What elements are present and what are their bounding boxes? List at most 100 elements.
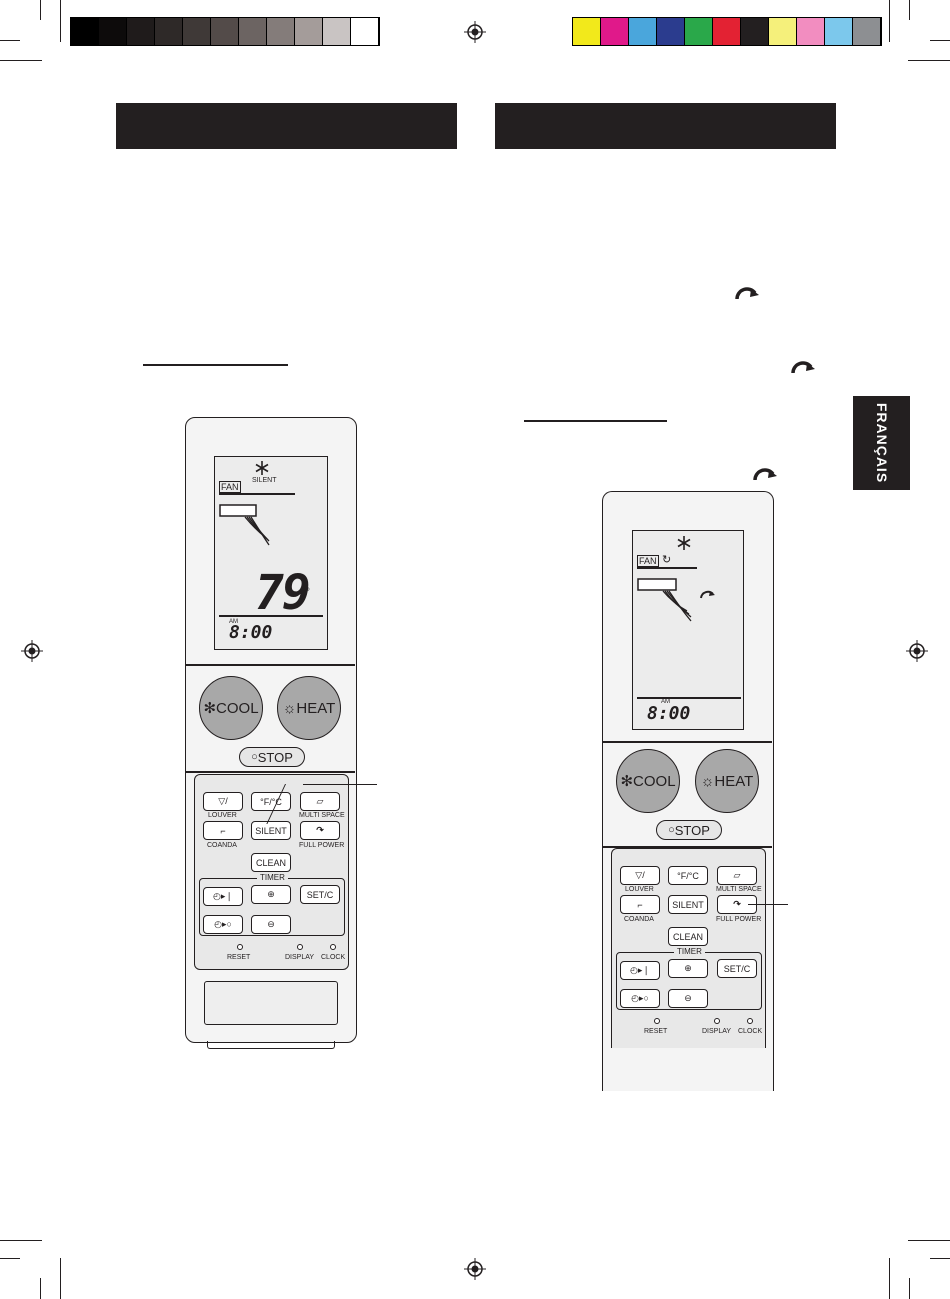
color-swatch bbox=[769, 18, 797, 45]
minus-icon: ⊖ bbox=[684, 993, 692, 1003]
lcd-degree: ° bbox=[306, 587, 310, 598]
coanda-icon: ⌐ bbox=[220, 825, 226, 836]
full-power-icon: ↷ bbox=[733, 899, 741, 909]
louver-airflow-icon bbox=[637, 578, 692, 622]
cool-button[interactable]: ✻COOL bbox=[616, 749, 680, 813]
clock-button[interactable] bbox=[330, 944, 336, 950]
timer-off-button[interactable]: ◴▸○ bbox=[620, 989, 660, 1008]
lcd-fan-indicator: FAN bbox=[637, 555, 659, 567]
heat-button[interactable]: ☼HEAT bbox=[277, 676, 341, 740]
lcd-divider bbox=[637, 567, 697, 569]
battery-cover-window bbox=[204, 981, 338, 1025]
reset-button[interactable] bbox=[237, 944, 243, 950]
timer-down-button[interactable]: ⊖ bbox=[668, 989, 708, 1008]
color-swatch bbox=[211, 18, 239, 45]
coanda-button[interactable]: ⌐ bbox=[203, 821, 243, 840]
color-swatch bbox=[323, 18, 351, 45]
color-swatch bbox=[99, 18, 127, 45]
set-clear-button[interactable]: SET/C bbox=[717, 959, 757, 978]
remote-divider bbox=[186, 664, 355, 666]
color-swatch bbox=[601, 18, 629, 45]
timer-up-button[interactable]: ⊕ bbox=[251, 885, 291, 904]
multi-space-button[interactable]: ▱ bbox=[717, 866, 757, 885]
crop-mark bbox=[40, 0, 41, 20]
louver-airflow-icon bbox=[219, 504, 270, 546]
cool-button-label: COOL bbox=[633, 772, 676, 790]
full-power-button[interactable]: ↷ bbox=[300, 821, 340, 840]
clean-button[interactable]: CLEAN bbox=[668, 927, 708, 946]
fahrenheit-celsius-button[interactable]: °F/°C bbox=[251, 792, 291, 811]
language-tab: FRANÇAIS bbox=[853, 396, 910, 490]
color-swatch bbox=[853, 18, 881, 45]
full-power-icon: ↷ bbox=[316, 825, 324, 835]
coanda-icon: ⌐ bbox=[637, 899, 643, 910]
multi-space-icon: ▱ bbox=[316, 796, 324, 806]
color-swatch bbox=[629, 18, 657, 45]
color-swatch bbox=[825, 18, 853, 45]
set-clear-button[interactable]: SET/C bbox=[300, 885, 340, 904]
crop-mark bbox=[0, 1240, 42, 1241]
clock-label: CLOCK bbox=[738, 1028, 763, 1035]
button-panel: ▽/ LOUVER °F/°C ▱ MULTI SPACE ⌐ COANDA S… bbox=[194, 774, 349, 970]
remote-divider bbox=[603, 741, 772, 743]
fahrenheit-celsius-button[interactable]: °F/°C bbox=[668, 866, 708, 885]
cool-button[interactable]: ✻COOL bbox=[199, 676, 263, 740]
stop-button[interactable]: ○STOP bbox=[656, 820, 722, 840]
coanda-label: COANDA bbox=[624, 916, 654, 923]
clock-label: CLOCK bbox=[321, 954, 346, 961]
multi-space-label: MULTI SPACE bbox=[299, 812, 345, 819]
lcd-divider bbox=[219, 615, 323, 617]
louver-button[interactable]: ▽/ bbox=[203, 792, 243, 811]
power-icon: ○ bbox=[251, 751, 258, 763]
full-power-label: FULL POWER bbox=[299, 842, 345, 849]
timer-on-button[interactable]: ◴▸❘ bbox=[620, 961, 660, 980]
clean-button[interactable]: CLEAN bbox=[251, 853, 291, 872]
color-swatch bbox=[239, 18, 267, 45]
color-swatch bbox=[797, 18, 825, 45]
plus-icon: ⊕ bbox=[267, 889, 275, 899]
full-power-icon bbox=[753, 468, 777, 481]
timer-group: TIMER bbox=[199, 873, 345, 936]
timer-label: TIMER bbox=[257, 873, 288, 882]
color-swatch bbox=[573, 18, 601, 45]
lcd-clock: 8:00 bbox=[647, 703, 691, 724]
clock-button[interactable] bbox=[747, 1018, 753, 1024]
minus-icon: ⊖ bbox=[267, 919, 275, 929]
color-swatch bbox=[155, 18, 183, 45]
color-swatch bbox=[685, 18, 713, 45]
timer-on-button[interactable]: ◴▸❘ bbox=[203, 887, 243, 906]
color-swatch bbox=[127, 18, 155, 45]
silent-button[interactable]: SILENT bbox=[251, 821, 291, 840]
multi-space-button[interactable]: ▱ bbox=[300, 792, 340, 811]
timer-off-icon: ◴▸○ bbox=[631, 993, 649, 1003]
lcd-divider bbox=[219, 493, 295, 495]
louver-button[interactable]: ▽/ bbox=[620, 866, 660, 885]
silent-button[interactable]: SILENT bbox=[668, 895, 708, 914]
display-button[interactable] bbox=[297, 944, 303, 950]
registration-mark-icon bbox=[21, 640, 43, 662]
full-power-icon bbox=[735, 287, 759, 300]
coanda-button[interactable]: ⌐ bbox=[620, 895, 660, 914]
callout-leader-line bbox=[303, 784, 377, 785]
reset-button[interactable] bbox=[654, 1018, 660, 1024]
crop-mark bbox=[0, 1258, 20, 1259]
louver-label: LOUVER bbox=[208, 812, 237, 819]
crop-mark bbox=[889, 0, 890, 42]
display-button[interactable] bbox=[714, 1018, 720, 1024]
section-header-bar-left bbox=[116, 103, 457, 149]
reset-label: RESET bbox=[644, 1028, 668, 1035]
color-swatch bbox=[267, 18, 295, 45]
timer-off-button[interactable]: ◴▸○ bbox=[203, 915, 243, 934]
stop-button-label: STOP bbox=[674, 822, 710, 838]
crop-mark bbox=[0, 60, 42, 61]
color-swatch bbox=[657, 18, 685, 45]
crop-mark bbox=[60, 0, 61, 42]
registration-mark-icon bbox=[906, 640, 928, 662]
heat-button[interactable]: ☼HEAT bbox=[695, 749, 759, 813]
crop-mark bbox=[908, 60, 950, 61]
timer-down-button[interactable]: ⊖ bbox=[251, 915, 291, 934]
stop-button[interactable]: ○STOP bbox=[239, 747, 305, 767]
timer-up-button[interactable]: ⊕ bbox=[668, 959, 708, 978]
timer-group: TIMER bbox=[616, 947, 762, 1010]
heat-button-label: HEAT bbox=[714, 772, 754, 790]
